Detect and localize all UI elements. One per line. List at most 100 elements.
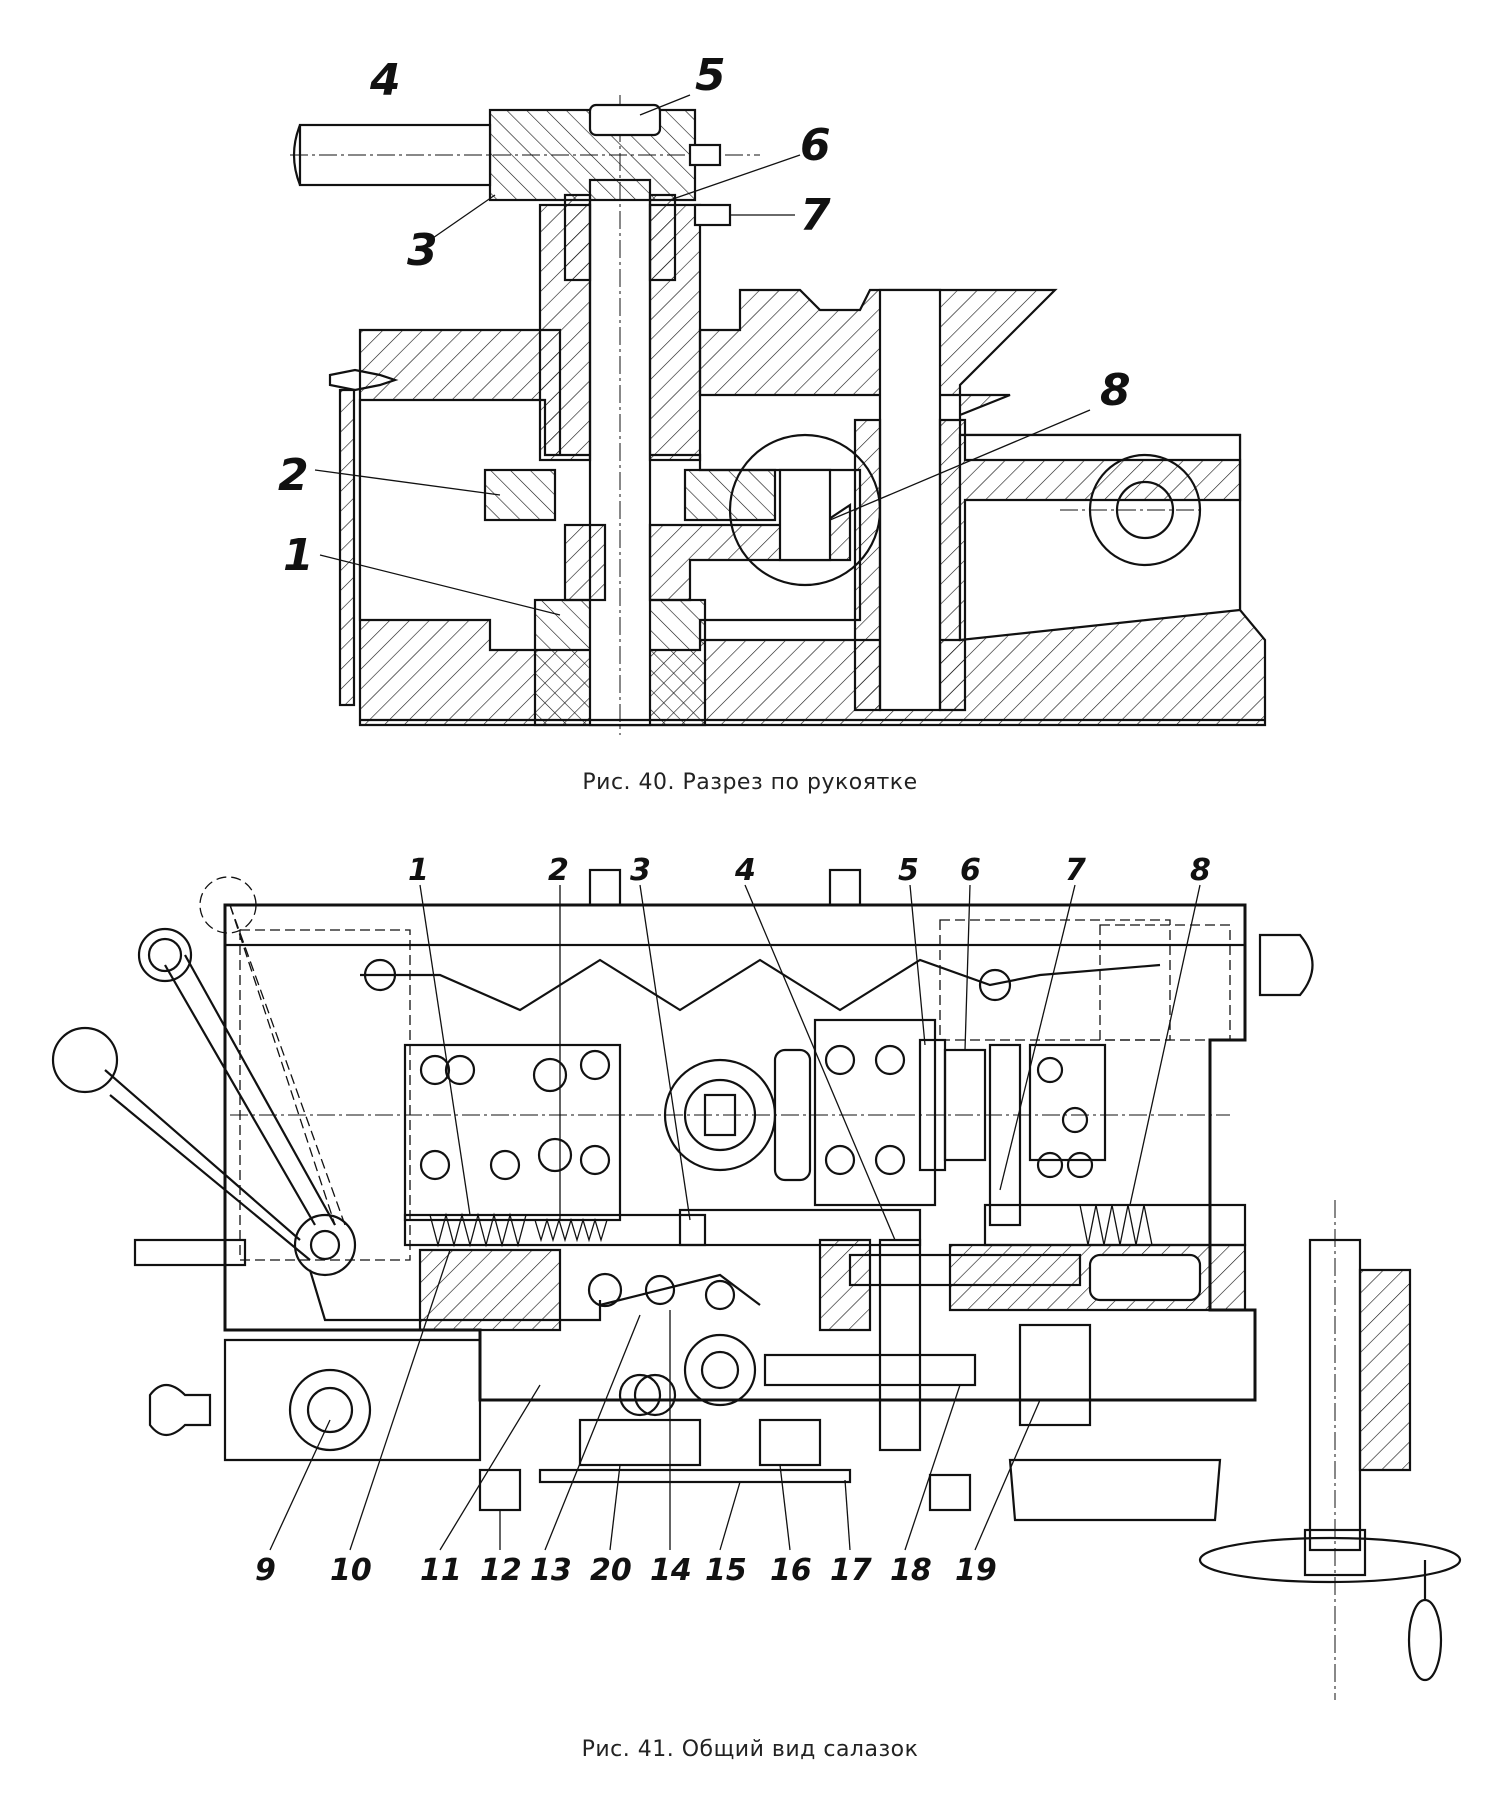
hidden-frame-right [939,919,1171,1041]
hub-left [563,523,607,602]
lever-eye-hole [1115,480,1175,540]
top-bolt-2 [828,868,862,907]
fig41-label-9: 9 [255,1553,276,1588]
wire-pivot-right [978,968,1012,1002]
handle-pin [688,143,722,167]
fig40-label-2: 2 [278,450,309,501]
fig41-label-14: 14 [650,1553,692,1588]
right-nose [1258,933,1314,997]
part-14-star-wheel [683,1333,757,1407]
rack-shaft [878,288,942,712]
lever-pivot [293,1213,357,1277]
figure-41-leaders [269,884,1201,1551]
slide-body [223,903,1257,1402]
figure-41-caption: Рис. 41. Общий вид салазок [581,1737,919,1762]
right-plate [813,1018,937,1207]
left-lower-block [223,1338,482,1462]
part-5-nut [588,103,662,137]
figure-41-general-view [51,868,1462,1700]
section-block-left [418,1248,562,1332]
part-7-pin [693,203,732,227]
figure-41-bottom-labels: 9 10 11 12 13 20 14 15 16 17 18 19 [255,1553,997,1588]
part-19-bracket [1018,1323,1092,1427]
lever-ball-3 [199,876,257,934]
top-bolt-1 [588,868,622,907]
cover-plate [338,388,356,707]
fig41-label-4: 4 [734,853,756,888]
base-foot [1008,1458,1222,1522]
fig41-label-5: 5 [898,853,919,888]
fig41-label-17: 17 [830,1553,872,1588]
pivot-b [644,1274,676,1306]
fig41-label-7: 7 [1065,853,1086,888]
part-5-washer [918,1038,947,1172]
part-13-block [578,1418,702,1467]
fig41-label-3: 3 [630,853,651,888]
fig41-label-1: 1 [408,853,429,888]
figure-40-section [290,95,1267,735]
left-knob [148,1383,212,1437]
part-15-plate [538,1468,852,1484]
fig40-label-7: 7 [800,190,831,241]
hidden-frame-far-right [1099,924,1231,1041]
rack-guide-left [853,418,882,712]
handwheel-grip [1407,1598,1443,1682]
link-arm [308,1269,602,1322]
fig40-label-8: 8 [1100,365,1131,416]
bottom-bolt-2 [928,1473,972,1512]
fig40-label-6: 6 [800,120,831,171]
figure-40-caption: Рис. 40. Разрез по рукоятке [582,770,918,795]
pivot-c [704,1279,736,1311]
part-6-gear [943,1048,987,1162]
pivot-a [587,1272,623,1308]
part-7-lever [988,1043,1022,1227]
figure-40-leaders [314,94,1091,616]
fig41-label-10: 10 [330,1553,372,1588]
part-8-screw [983,1203,1247,1247]
part-6-collar-right [648,193,677,282]
figure-41-top-labels: 1 2 3 4 5 6 7 8 [408,853,1211,888]
left-plate [403,1043,622,1222]
fig41-label-15: 15 [705,1553,747,1588]
bottom-bolt-1 [478,1468,522,1512]
fig40-label-4: 4 [369,55,401,106]
fig41-label-8: 8 [1190,853,1211,888]
part-9-hub [288,1368,372,1452]
fig40-label-3: 3 [407,225,438,276]
fig41-label-20: 20 [590,1553,632,1588]
fig41-label-12: 12 [480,1553,522,1588]
part-4-rack [878,1238,922,1452]
wire-pivot-left [363,958,397,992]
pinion-bolt [778,468,832,562]
part-18-rod [763,1353,977,1387]
spring-rod [403,1213,707,1247]
lever-ball-2 [51,1026,119,1094]
shift-rod-upper [848,1253,1082,1287]
spring-coil-3 [1079,1204,1153,1246]
fig41-label-13: 13 [530,1553,572,1588]
fig41-label-19: 19 [955,1553,997,1588]
top-rail [223,903,1247,947]
fig41-label-6: 6 [960,853,981,888]
spring-coil-2 [534,1217,608,1243]
far-right-plate [1028,1043,1107,1162]
spring-coil-1 [429,1212,527,1248]
fig40-label-1: 1 [283,530,314,581]
part-6-collar-left [563,193,592,282]
side-bracket [133,1238,247,1267]
figure-40-labels: 1 2 3 4 5 6 7 8 [278,50,1131,581]
rack-guide-right [938,418,1242,712]
part-16-nut [758,1418,822,1467]
fig41-label-11: 11 [420,1553,462,1588]
shaft-housing [1358,1268,1412,1472]
fig41-label-16: 16 [770,1553,812,1588]
lever-ball-1 [137,927,193,983]
spring-wire [360,958,1161,1012]
part-3-rod [678,1208,922,1247]
fig41-label-2: 2 [548,853,569,888]
fig41-label-18: 18 [890,1553,932,1588]
cover-screw [328,368,399,392]
fig40-label-5: 5 [695,50,726,101]
